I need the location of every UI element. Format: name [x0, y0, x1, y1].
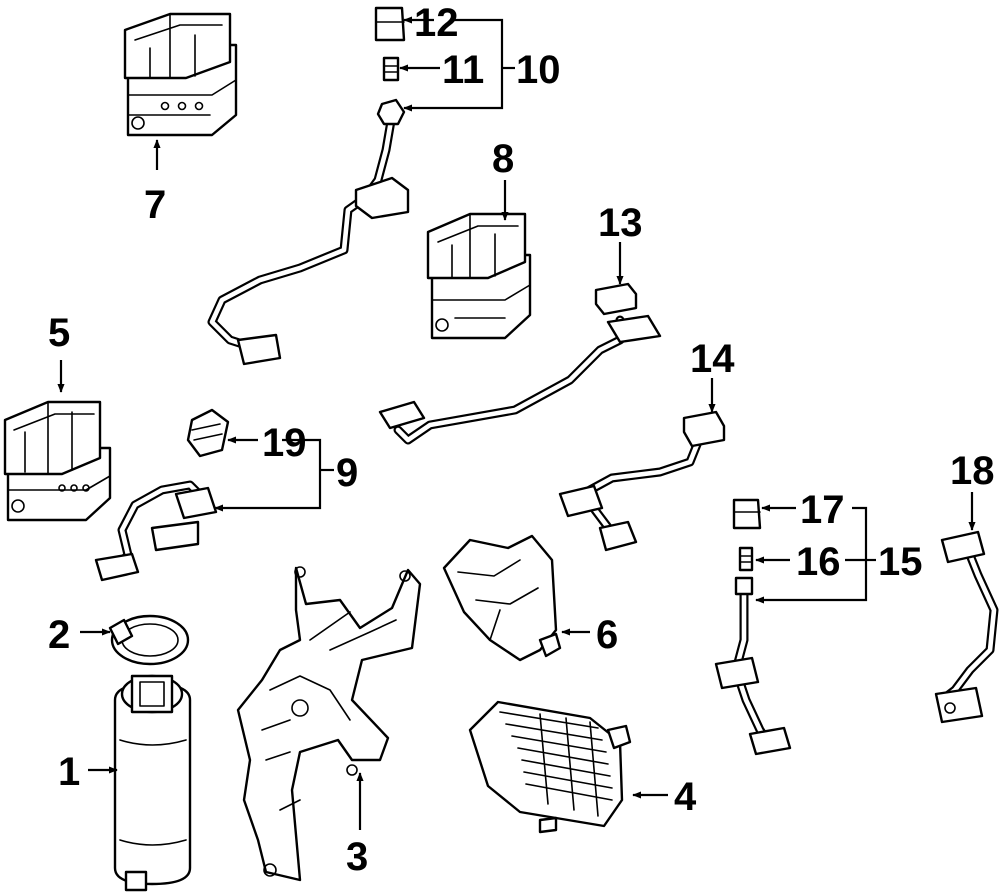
callout-11: 11: [442, 48, 484, 92]
callout-4: 4: [674, 775, 697, 819]
reservoir-part-1[interactable]: [113, 674, 192, 892]
callout-5: 5: [48, 311, 70, 355]
air-line-part-9[interactable]: [94, 480, 218, 582]
callout-6: 6: [596, 613, 618, 657]
valve-block-part-8[interactable]: [426, 212, 532, 340]
callout-17: 17: [800, 488, 845, 532]
compressor-part-4[interactable]: [468, 700, 632, 834]
cap-part-12[interactable]: [374, 6, 406, 42]
callout-9: 9: [336, 451, 358, 495]
leader-lines: [57, 16, 976, 830]
callout-16: 16: [796, 540, 841, 584]
callout-8: 8: [492, 137, 514, 181]
callout-15: 15: [878, 540, 923, 584]
callout-12: 12: [414, 1, 459, 45]
air-line-part-15[interactable]: [714, 576, 792, 756]
callout-18: 18: [950, 449, 995, 493]
air-line-part-14[interactable]: [558, 410, 726, 552]
fitting-part-11[interactable]: [382, 56, 400, 82]
callout-labels: 1 2 3 4 5 6 7 8 9 10 11 12 13 14 15 16 1…: [48, 1, 995, 879]
callout-19: 19: [262, 421, 307, 465]
callout-7: 7: [144, 183, 166, 227]
valve-block-part-6[interactable]: [442, 534, 562, 662]
air-line-part-10[interactable]: [207, 98, 410, 366]
valve-block-part-5[interactable]: [3, 400, 112, 522]
valve-block-part-7[interactable]: [123, 12, 238, 137]
air-line-part-13[interactable]: [378, 282, 662, 445]
clamp-ring-part-2[interactable]: [108, 614, 190, 666]
callout-3: 3: [346, 835, 368, 879]
callout-10: 10: [516, 48, 561, 92]
sensor-part-19[interactable]: [186, 408, 230, 458]
cap-part-17[interactable]: [732, 498, 762, 530]
callout-2: 2: [48, 613, 70, 657]
callout-13: 13: [598, 201, 643, 245]
callout-1: 1: [58, 750, 80, 794]
callout-14: 14: [690, 337, 735, 381]
fitting-part-16[interactable]: [738, 546, 754, 572]
bracket-part-3[interactable]: [236, 566, 422, 882]
air-line-part-18[interactable]: [934, 530, 999, 724]
